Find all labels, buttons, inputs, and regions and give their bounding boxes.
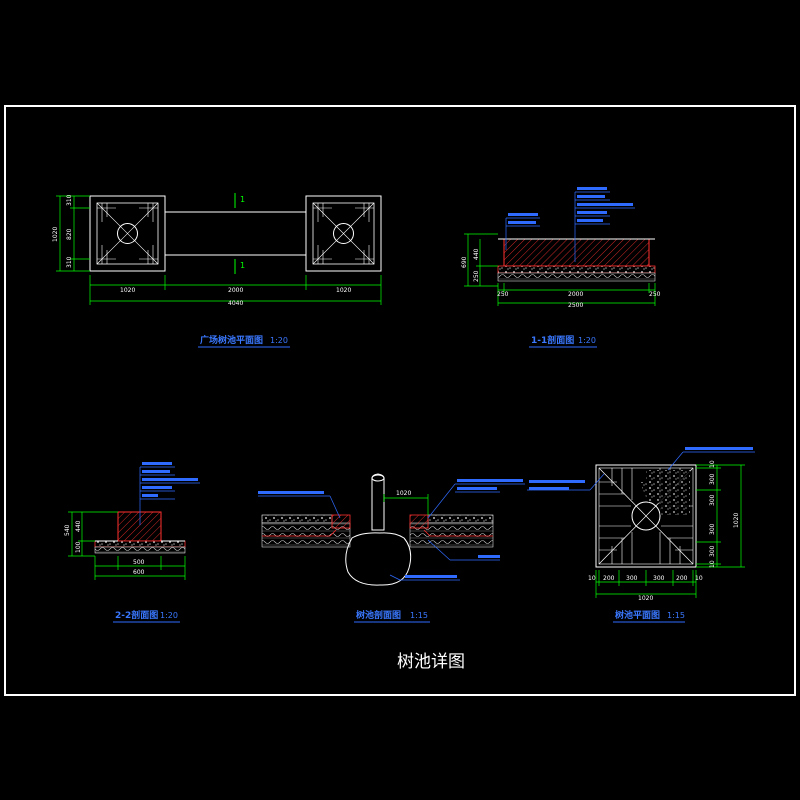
s11-dim-left-1: 440 [473,248,480,260]
tp-dim-right-3: 300 [709,494,716,506]
plan-dim-bottom-3: 1020 [336,287,351,294]
s11-dim-bottom-1: 250 [497,291,509,298]
tp-dim-bottom-2: 200 [603,575,615,582]
plan-dim-left-3: 310 [66,256,73,268]
plan-dim-bottom-2: 2000 [228,287,243,294]
tp-dim-right-6: 300 [709,545,716,557]
s11-caption: 1-1剖面图 [531,334,574,346]
tp-dim-right-5: 300 [709,523,716,535]
tp-dim-bottom-3: 300 [626,575,638,582]
plan-caption: 广场树池平面图 [200,334,263,346]
tree-section-caption: 树池剖面图 [356,609,401,621]
tp-dim-right-7: 10 [709,560,716,568]
tree-plan-scale: 1:15 [667,611,685,620]
tree-section-dim-top: 1020 [396,490,411,497]
s11-dim-left-total: 690 [461,256,468,268]
plan-view: 1 1 310 820 310 1020 1020 2000 1020 4040 [52,193,382,348]
tp-dim-right-2: 300 [709,473,716,485]
s22-dim-bottom-1: 500 [133,559,145,566]
tp-dim-bottom-total: 1020 [638,595,653,602]
tree-section-scale: 1:15 [410,611,428,620]
tp-dim-right-1: 10 [709,460,716,468]
s22-caption: 2-2剖面图 [115,609,158,621]
plan-section-mark-bottom: 1 [240,261,245,270]
s22-dim-left-1: 440 [75,520,82,532]
plan-dim-left-total: 1020 [52,227,59,242]
tp-dim-bottom-4: 300 [653,575,665,582]
s11-scale: 1:20 [578,336,596,345]
tp-dim-bottom-1: 10 [588,575,596,582]
plan-dim-left-2: 820 [66,228,73,240]
s22-scale: 1:20 [160,611,178,620]
s22-dim-left-total: 540 [64,524,71,536]
s22-dim-bottom-2: 600 [133,569,145,576]
tree-plan-caption: 树池平面图 [615,609,660,621]
plan-tree-pit-left [89,195,166,272]
section-2-2: 440 100 540 500 600 2-2剖面图 1:20 [64,462,200,623]
plan-scale: 1:20 [270,336,288,345]
tp-dim-bottom-6: 10 [695,575,703,582]
tp-dim-bottom-5: 200 [676,575,688,582]
s11-dim-left-2: 250 [473,270,480,282]
plan-tree-pit-right [305,195,382,272]
section-1-1: 440 250 690 250 2000 250 2500 1-1剖面图 1:2… [461,187,661,348]
tree-pit-section: 1020 树池剖面图 1:15 [258,473,525,623]
s11-dim-bottom-2: 2000 [568,291,583,298]
tree-pit-plan: 10 300 300 1020 300 300 10 10 200 300 30… [527,447,755,623]
plan-dim-bottom-1: 1020 [120,287,135,294]
s22-dim-left-2: 100 [75,541,82,553]
drawing-title: 树池详图 [397,652,465,672]
s11-dim-bottom-total: 2500 [568,302,583,309]
plan-dim-left-1: 310 [66,194,73,206]
plan-dim-bottom-total: 4040 [228,300,243,307]
plan-section-mark-top: 1 [240,195,245,204]
tp-dim-right-total: 1020 [733,513,740,528]
drawing-frame [4,105,796,696]
s11-dim-bottom-3: 250 [649,291,661,298]
